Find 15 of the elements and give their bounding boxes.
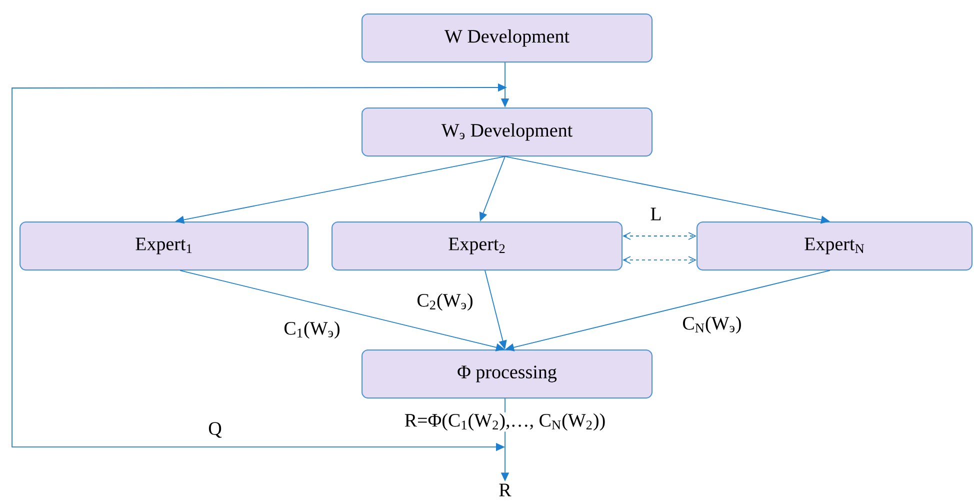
arrow xyxy=(622,256,696,264)
process-box: W Development xyxy=(362,14,652,62)
edge-label: C$_{N}$(W$_{э}$) xyxy=(683,316,741,334)
process-box: Φ processing xyxy=(362,350,652,398)
process-box: Expert$_{N}$ xyxy=(696,222,972,270)
process-box: Expert$_{1}$ xyxy=(20,222,308,270)
edge-label: C$_{1}$(W$_{э}$) xyxy=(284,321,340,339)
edge-label: L xyxy=(650,208,661,220)
arrow xyxy=(622,232,696,240)
process-box: W$_{э}$ Development xyxy=(362,108,652,156)
edge-label: C$_{2}$(W$_{э}$) xyxy=(417,293,472,311)
edge-label: R=Φ(C$_{1}$(W$_{2}$),…, C$_{N}$(W$_{2}$)) xyxy=(403,412,607,432)
output-label: R xyxy=(499,484,512,496)
process-box: Expert$_{2}$ xyxy=(332,222,622,270)
edge-label: Q xyxy=(208,422,222,438)
